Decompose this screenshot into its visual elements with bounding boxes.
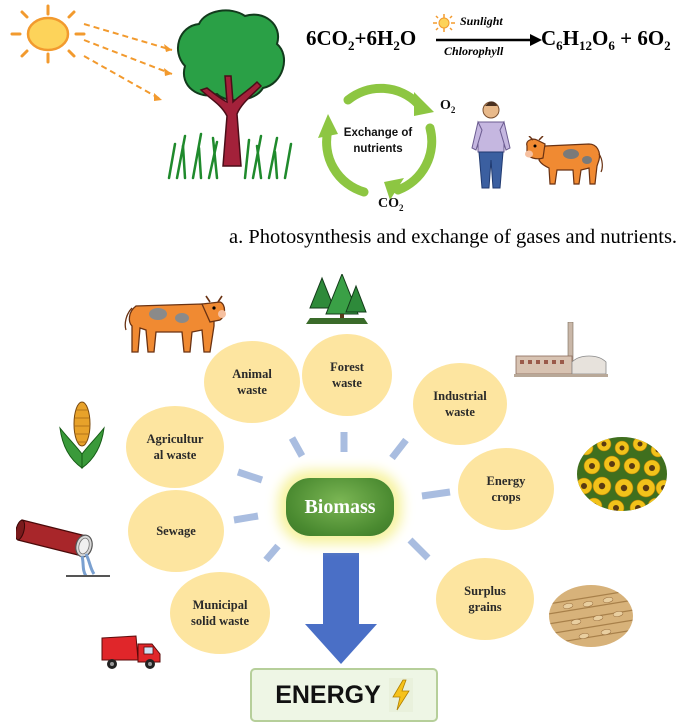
reactant-co2: 6CO: [306, 26, 348, 50]
factory-icon: [514, 322, 608, 378]
co2-label: CO2: [378, 196, 404, 213]
biomass-center: Biomass: [286, 478, 394, 536]
reactant-h2o: +6H: [355, 26, 394, 50]
chlorophyll-label: Chlorophyll: [444, 44, 503, 59]
truck-icon: [100, 632, 162, 672]
source-sewage: Sewage: [128, 490, 224, 572]
photosynthesis-equation: 6CO2+6H2O: [306, 26, 416, 54]
person-icon: [470, 100, 512, 192]
products: C6H12O6 + 6O2: [541, 26, 671, 54]
energy-label: ENERGY: [275, 681, 381, 710]
sun-icon: [6, 2, 90, 66]
grain-icon: [548, 584, 634, 648]
lightning-icon: [389, 678, 413, 712]
tree-icon: [165, 6, 295, 180]
source-surplus-grains: Surplus grains: [436, 558, 534, 640]
pipe-icon: [16, 514, 112, 578]
source-municipal-solid-waste: Municipal solid waste: [170, 572, 270, 654]
cow-icon: [122, 292, 228, 356]
cow-icon: [523, 136, 603, 188]
sunflower-field-icon: [576, 436, 668, 512]
energy-output-box: ENERGY: [250, 668, 438, 722]
source-industrial-waste: Industrial waste: [413, 363, 507, 445]
source-energy-crops: Energy crops: [458, 448, 554, 530]
source-agricultural-waste: Agricultur al waste: [126, 406, 224, 488]
caption: a. Photosynthesis and exchange of gases …: [229, 226, 677, 249]
exchange-of-nutrients-label: Exchange of nutrients: [338, 126, 418, 157]
corn-icon: [58, 398, 106, 470]
pine-forest-icon: [306, 274, 368, 326]
small-sun-icon: [432, 14, 456, 32]
sunlight-label: Sunlight: [460, 14, 503, 29]
source-forest-waste: Forest waste: [302, 334, 392, 416]
o2-label: O2: [440, 98, 455, 115]
